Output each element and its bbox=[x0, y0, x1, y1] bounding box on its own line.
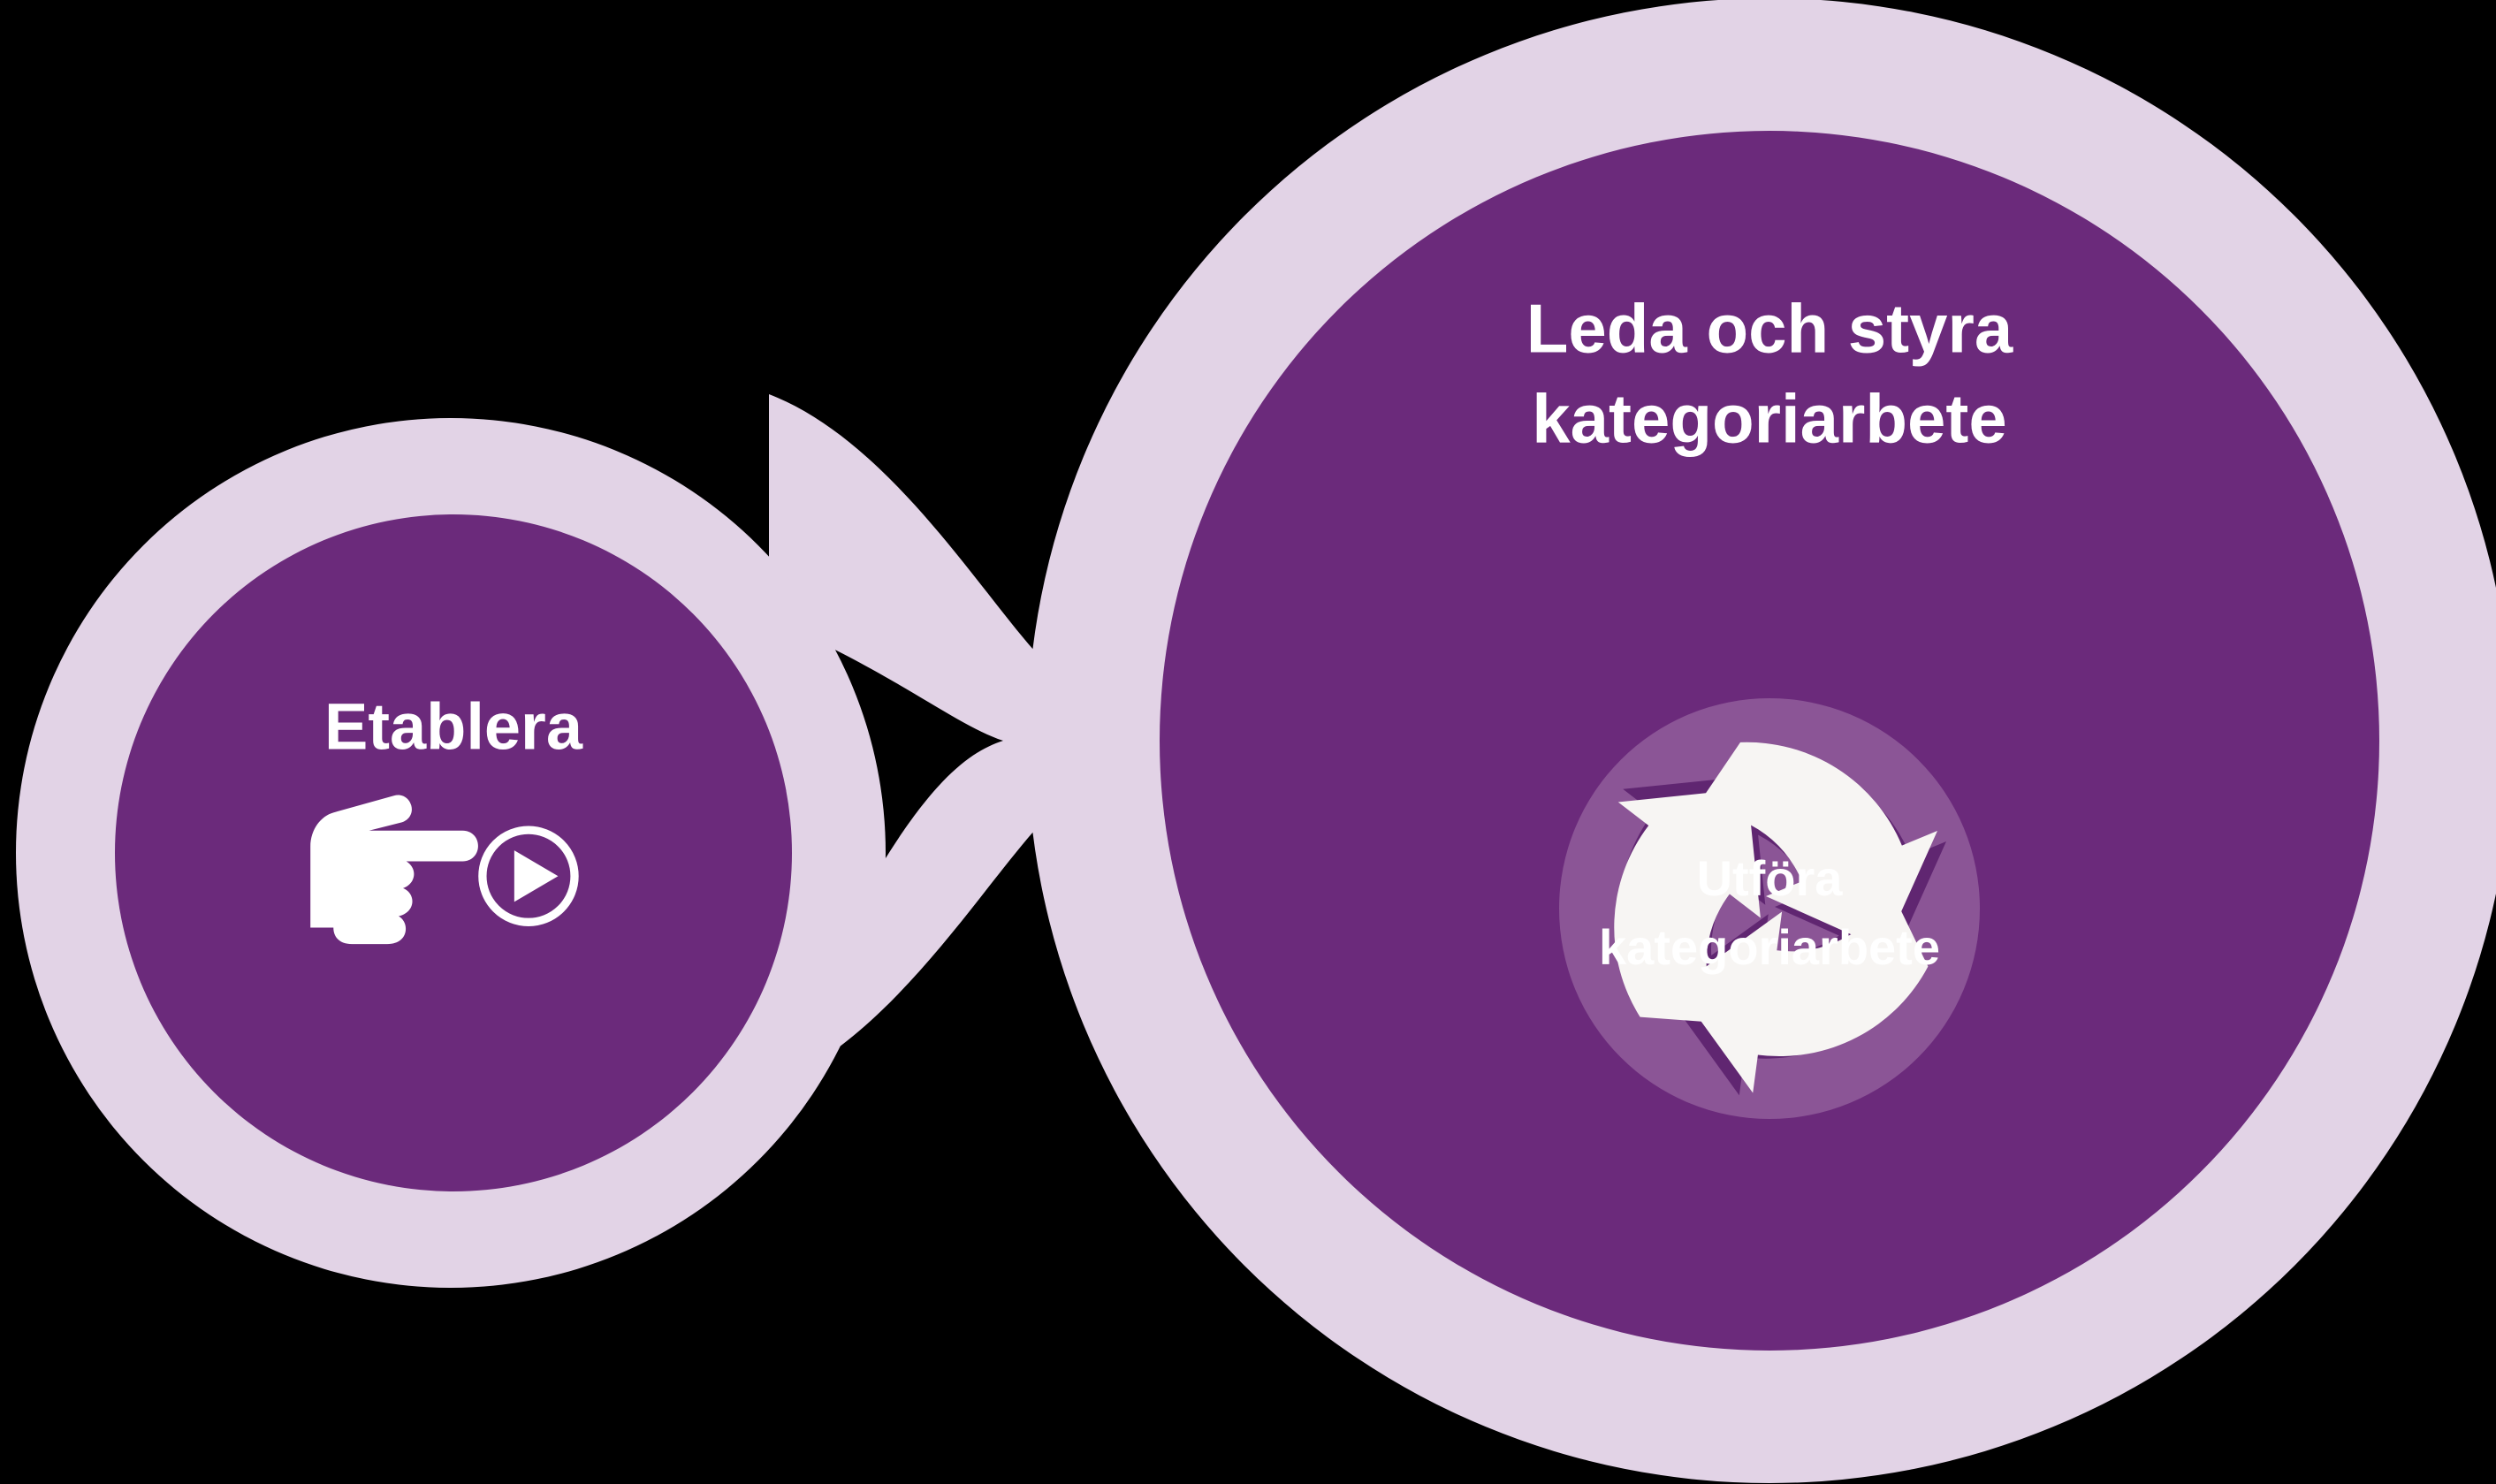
halo-connector-waist bbox=[769, 394, 1237, 1087]
right-lobe-title-line1: Leda och styra bbox=[1526, 290, 2013, 368]
left-lobe-title: Etablera bbox=[324, 690, 583, 764]
play-button-circle-icon bbox=[478, 826, 579, 926]
right-lobe-group[interactable]: Leda och styra kategoriarbete bbox=[1160, 131, 2379, 1351]
left-lobe-group[interactable]: Etablera bbox=[115, 514, 792, 1191]
pointing-hand-play-icon bbox=[310, 795, 579, 945]
cycle-inner-label-line2: kategoriarbete bbox=[1599, 919, 1940, 975]
right-lobe-title-line2: kategoriarbete bbox=[1532, 380, 2007, 458]
cycle-inner-label-line1: Utföra bbox=[1697, 850, 1844, 906]
cycle-diagram-group: Utföra kategoriarbete bbox=[1541, 698, 1980, 1140]
